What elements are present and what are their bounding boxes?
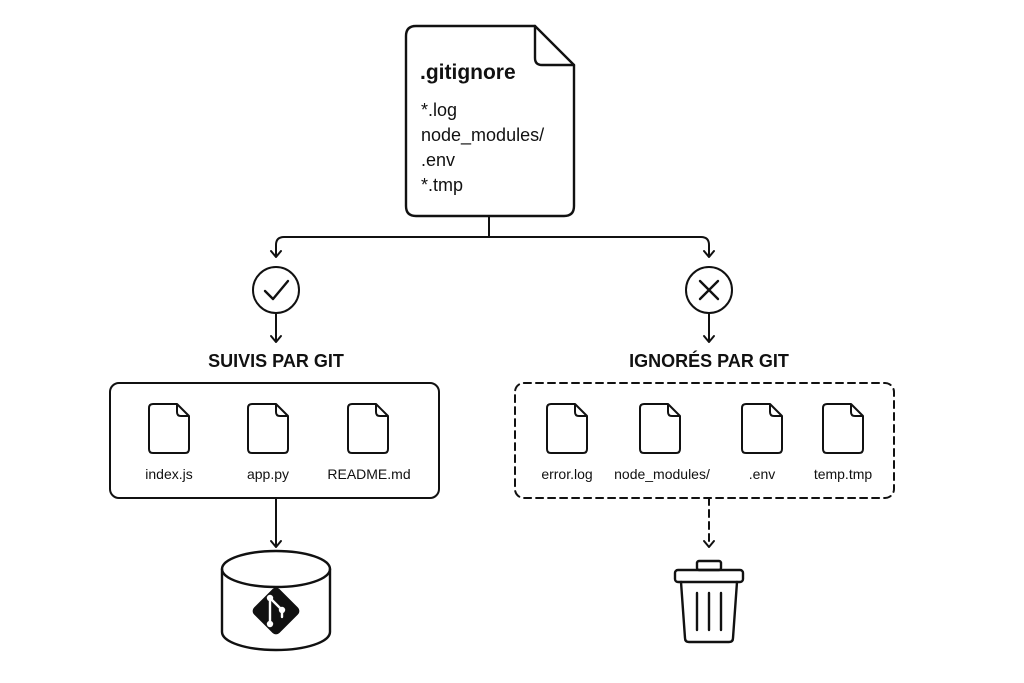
file-label: error.log xyxy=(541,466,592,482)
ignored-section-label: IGNORÉS PAR GIT xyxy=(629,350,789,371)
file-item: temp.tmp xyxy=(814,403,873,482)
tracked-output-arrow xyxy=(270,497,282,548)
ignored-files-box: error.log node_modules/ .env temp.tmp xyxy=(514,382,895,499)
file-icon xyxy=(741,403,783,454)
gitignore-file: .gitignore *.log node_modules/ .env *.tm… xyxy=(404,24,576,218)
file-item: README.md xyxy=(327,403,411,482)
git-logo-icon xyxy=(252,587,300,635)
branch-connector xyxy=(270,215,715,258)
file-label: index.js xyxy=(145,466,192,482)
tracked-section-label: SUIVIS PAR GIT xyxy=(208,351,344,371)
file-label: node_modules/ xyxy=(614,466,710,482)
arrow-down-icon xyxy=(270,335,282,343)
gitignore-line-2: node_modules/ xyxy=(421,125,544,146)
tracked-files-box: index.js app.py README.md xyxy=(109,382,440,499)
arrow-down-icon xyxy=(703,250,715,258)
check-mark-icon xyxy=(263,279,290,301)
gitignore-line-4: *.tmp xyxy=(421,175,463,195)
arrow-down-icon xyxy=(703,540,715,548)
arrow-down-icon xyxy=(703,335,715,343)
file-icon xyxy=(639,403,681,454)
file-item: node_modules/ xyxy=(614,403,710,482)
gitignore-line-1: *.log xyxy=(421,100,457,120)
ignored-output-arrow xyxy=(703,497,715,548)
file-label: temp.tmp xyxy=(814,466,873,482)
x-mark-icon xyxy=(698,279,720,301)
file-label: .env xyxy=(749,466,775,482)
gitignore-line-3: .env xyxy=(421,150,455,170)
check-circle-icon xyxy=(252,266,300,314)
file-icon xyxy=(347,403,389,454)
arrow-down-icon xyxy=(270,540,282,548)
file-icon xyxy=(822,403,864,454)
file-icon xyxy=(247,403,289,454)
file-label: app.py xyxy=(247,466,289,482)
file-label: README.md xyxy=(327,466,410,482)
tracked-status: SUIVIS PAR GIT xyxy=(208,266,344,371)
arrow-down-icon xyxy=(270,250,282,258)
file-item: index.js xyxy=(145,403,193,482)
file-item: .env xyxy=(741,403,783,482)
gitignore-document-icon xyxy=(404,24,576,218)
gitignore-title: .gitignore xyxy=(420,61,516,84)
file-icon xyxy=(546,403,588,454)
gitignore-folded-corner xyxy=(533,24,576,67)
git-repository-icon xyxy=(220,549,332,652)
ignored-status: IGNORÉS PAR GIT xyxy=(629,266,789,371)
file-item: error.log xyxy=(541,403,593,482)
trash-can-icon xyxy=(673,559,745,644)
file-item: app.py xyxy=(247,403,289,482)
file-icon xyxy=(148,403,190,454)
